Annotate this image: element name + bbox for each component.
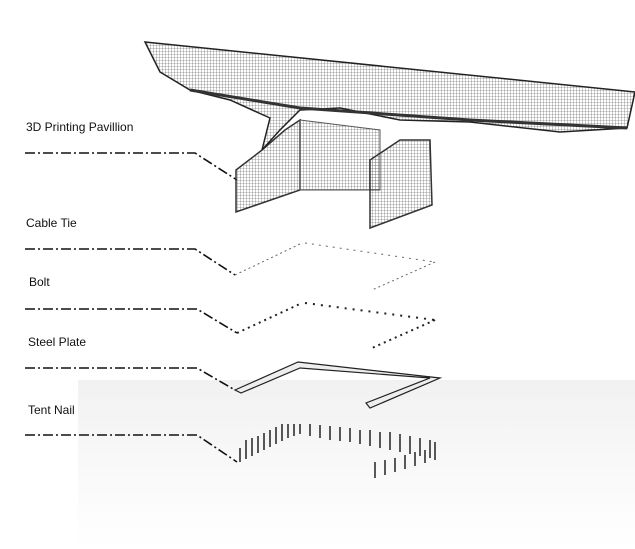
label-steel-plate: Steel Plate bbox=[28, 335, 87, 349]
label-bolt: Bolt bbox=[29, 275, 50, 289]
leader-line-pavilion bbox=[25, 152, 238, 181]
leader-line-cable-tie bbox=[25, 248, 236, 276]
pavilion-model bbox=[143, 41, 635, 230]
leader-line-bolt bbox=[25, 308, 238, 334]
label-3d-printing-pavillion: 3D Printing Pavillion bbox=[26, 120, 134, 134]
bolt-layer bbox=[236, 302, 436, 349]
label-cable-tie: Cable Tie bbox=[26, 216, 77, 230]
leader-line-steel-plate bbox=[25, 367, 236, 391]
ground-plane bbox=[78, 380, 635, 549]
tent-nail-layer bbox=[239, 424, 436, 478]
cable-tie-layer bbox=[234, 242, 436, 291]
steel-plate-layer bbox=[233, 361, 443, 409]
label-tent-nail: Tent Nail bbox=[28, 403, 75, 417]
leader-line-tent-nail bbox=[25, 434, 238, 463]
